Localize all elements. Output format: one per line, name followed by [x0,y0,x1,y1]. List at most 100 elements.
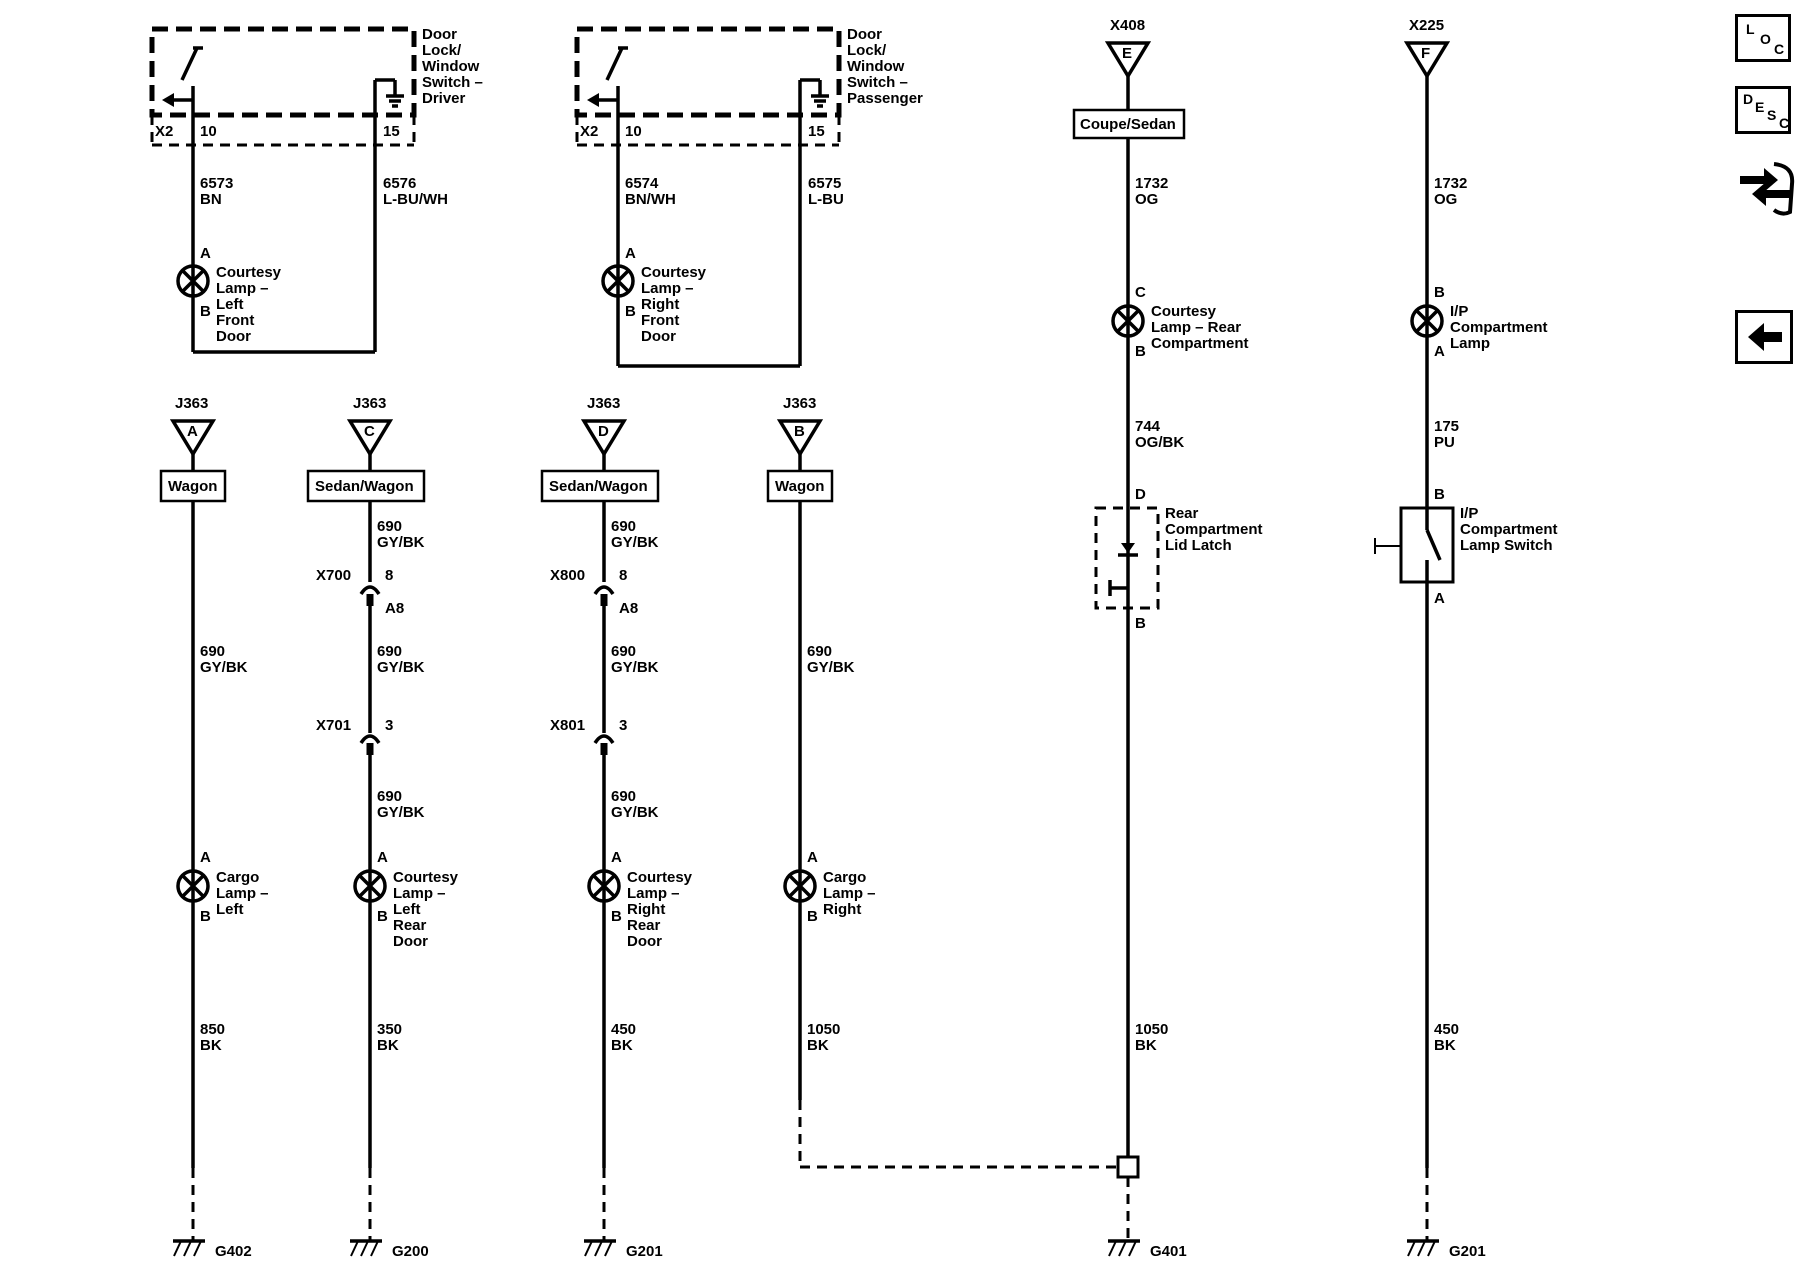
ip-lamp-pin-a: A [1434,343,1445,360]
connector-x2-driver: X2 [155,123,173,140]
switch-pin-b: B [1434,486,1445,503]
ground-symbols: G402 G200 G201 G401 G201 [173,1239,1486,1260]
wire-690-c3c: 690 [611,788,636,805]
pin-10-driver: 10 [200,123,217,140]
j363-d-label: J363 [587,395,620,412]
wire-lbu: L-BU [808,191,844,208]
wire-6576: 6576 [383,175,416,192]
latch-pin-d: D [1135,486,1146,503]
connector-hand-icon[interactable] [1734,156,1796,220]
wire-450-ip: 450 [1434,1021,1459,1038]
wire-bk-c3: BK [611,1037,633,1054]
lr-lamp-pin-a: A [377,849,388,866]
wire-690-c3a: 690 [611,518,636,535]
desc-letter-s: S [1767,107,1777,123]
wire-bk-ip: BK [1434,1037,1456,1054]
ground-g201-b-icon [1407,1239,1439,1257]
wire-pu: PU [1434,434,1455,451]
wire-bk-c4: BK [807,1037,829,1054]
pin-15-passenger: 15 [808,123,825,140]
desc-button[interactable]: D E S C [1735,86,1791,134]
connector-x801: X801 [550,717,585,734]
rr-door-circuit: J363 D Sedan/Wagon 690 GY/BK X800 8 A8 6… [540,395,693,1240]
ground-g201-a-icon [584,1239,616,1257]
rf-lamp-pin-a: A [625,245,636,262]
desc-letter-d: D [1743,91,1754,107]
connector-x700: X700 [316,567,351,584]
j363-pin-c: C [364,423,375,440]
cargo-right-pin-a: A [807,849,818,866]
back-button[interactable] [1735,310,1793,364]
wire-gybk-c2a: GY/BK [377,534,425,551]
pin-15-driver: 15 [383,123,400,140]
desc-letter-e: E [1755,99,1765,115]
wire-450-c3: 450 [611,1021,636,1038]
rf-lamp-pin-b: B [625,303,636,320]
wire-gybk-c3a: GY/BK [611,534,659,551]
x700-pin-a8: A8 [385,600,404,617]
wire-gybk-c1: GY/BK [200,659,248,676]
ground-g201-b: G201 [1449,1243,1486,1260]
ground-g401-icon [1108,1239,1140,1257]
lr-door-circuit: J363 C Sedan/Wagon 690 GY/BK X700 8 A8 6… [306,395,459,1240]
wire-gybk-c4: GY/BK [807,659,855,676]
wire-gybk-c2c: GY/BK [377,804,425,821]
wire-gybk-c3c: GY/BK [611,804,659,821]
connector-x800: X800 [550,567,585,584]
ground-g200: G200 [392,1243,429,1260]
j363-b-label: J363 [783,395,816,412]
x801-pin-3: 3 [619,717,627,734]
ground-g402-icon [173,1239,205,1257]
connector-x225: X225 [1409,17,1444,34]
connector-x2-passenger: X2 [580,123,598,140]
option-wagon-1: Wagon [168,478,217,495]
ground-g401: G401 [1150,1243,1187,1260]
loc-button[interactable]: L O C [1735,14,1791,62]
wire-690-c2a: 690 [377,518,402,535]
option-wagon-2: Wagon [775,478,824,495]
wire-ogbk: OG/BK [1135,434,1184,451]
j363-pin-a: A [187,423,198,440]
lf-lamp-pin-b: B [200,303,211,320]
rear-lamp-pin-c: C [1135,284,1146,301]
wire-175: 175 [1434,418,1459,435]
wire-6573: 6573 [200,175,233,192]
wire-gybk-c3b: GY/BK [611,659,659,676]
wire-lbuwh: L-BU/WH [383,191,448,208]
lf-lamp-pin-a: A [200,245,211,262]
loc-letter-l: L [1746,21,1755,37]
cargo-left-pin-a: A [200,849,211,866]
x225-pin-f: F [1421,45,1430,62]
wire-6574: 6574 [625,175,659,192]
wire-690-c1: 690 [200,643,225,660]
lr-lamp-pin-b: B [377,908,388,925]
option-coupe-sedan: Coupe/Sedan [1080,116,1176,133]
j363-c-label: J363 [353,395,386,412]
arrow-left-icon [1748,323,1782,351]
wire-6575: 6575 [808,175,841,192]
wire-bk-rear: BK [1135,1037,1157,1054]
connector-x408: X408 [1110,17,1145,34]
x701-pin-3: 3 [385,717,393,734]
latch-pin-b: B [1135,615,1146,632]
wire-1732-ip: 1732 [1434,175,1467,192]
x700-pin-8: 8 [385,567,393,584]
ip-lamp-pin-b: B [1434,284,1445,301]
wire-1050-c4: 1050 [807,1021,840,1038]
x408-pin-e: E [1122,45,1132,62]
